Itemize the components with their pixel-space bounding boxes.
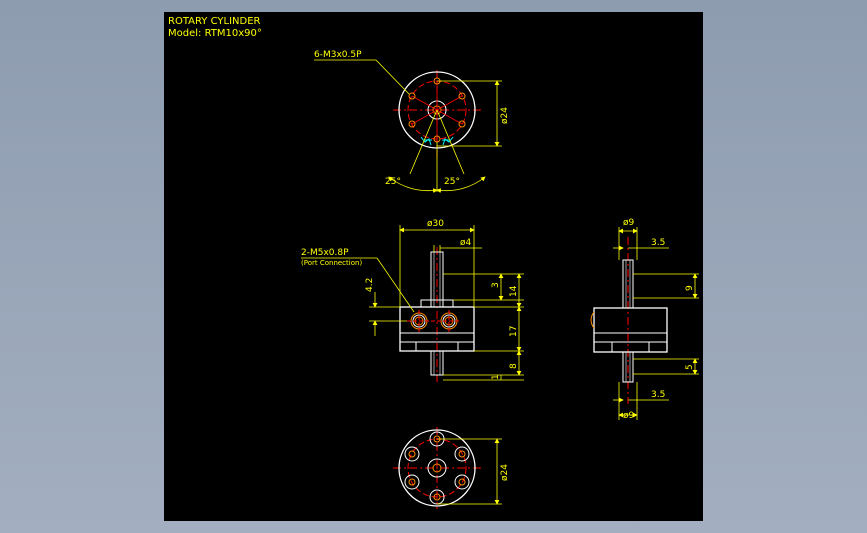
dim-4-2-label: 4.2 <box>365 278 375 292</box>
ports-label: 2-M5x0.8P <box>301 248 349 258</box>
dim-8-label: 8 <box>509 363 519 369</box>
top-view <box>314 59 502 193</box>
dim-17-label: 17 <box>509 326 519 337</box>
side-3-5-bottom-label: 3.5 <box>651 390 665 400</box>
dim-1-label: 1 <box>491 374 501 380</box>
drawing-model: Model: RTM10x90° <box>168 28 262 39</box>
drawing-viewport[interactable]: 6-M3x0.5P 2-M5x0.8P (Port Connection) 25… <box>164 12 703 521</box>
body-dia-label: ø30 <box>427 219 444 229</box>
dim-14-label: 14 <box>509 285 519 297</box>
bottom-dia-label: ø24 <box>500 464 510 481</box>
side-5-label: 5 <box>685 364 695 370</box>
cad-drawing: 6-M3x0.5P 2-M5x0.8P (Port Connection) 25… <box>301 50 699 509</box>
drawing-title: ROTARY CYLINDER <box>168 16 261 27</box>
side-view <box>590 227 699 420</box>
angle-left-label: 25° <box>385 177 401 187</box>
holes-label: 6-M3x0.5P <box>314 50 362 60</box>
side-9-label: 9 <box>685 285 695 291</box>
side-dia-top-label: ø9 <box>623 218 635 228</box>
shaft-dia-label: ø4 <box>460 238 472 248</box>
ports-note: (Port Connection) <box>301 259 362 267</box>
dim-3-label: 3 <box>491 282 501 288</box>
side-dia-bottom-label: ø9 <box>623 411 635 421</box>
front-view <box>301 225 524 382</box>
top-dia-label: ø24 <box>500 107 510 124</box>
angle-right-label: 25° <box>444 177 460 187</box>
side-3-5-top-label: 3.5 <box>651 238 665 248</box>
bottom-view <box>393 427 502 509</box>
